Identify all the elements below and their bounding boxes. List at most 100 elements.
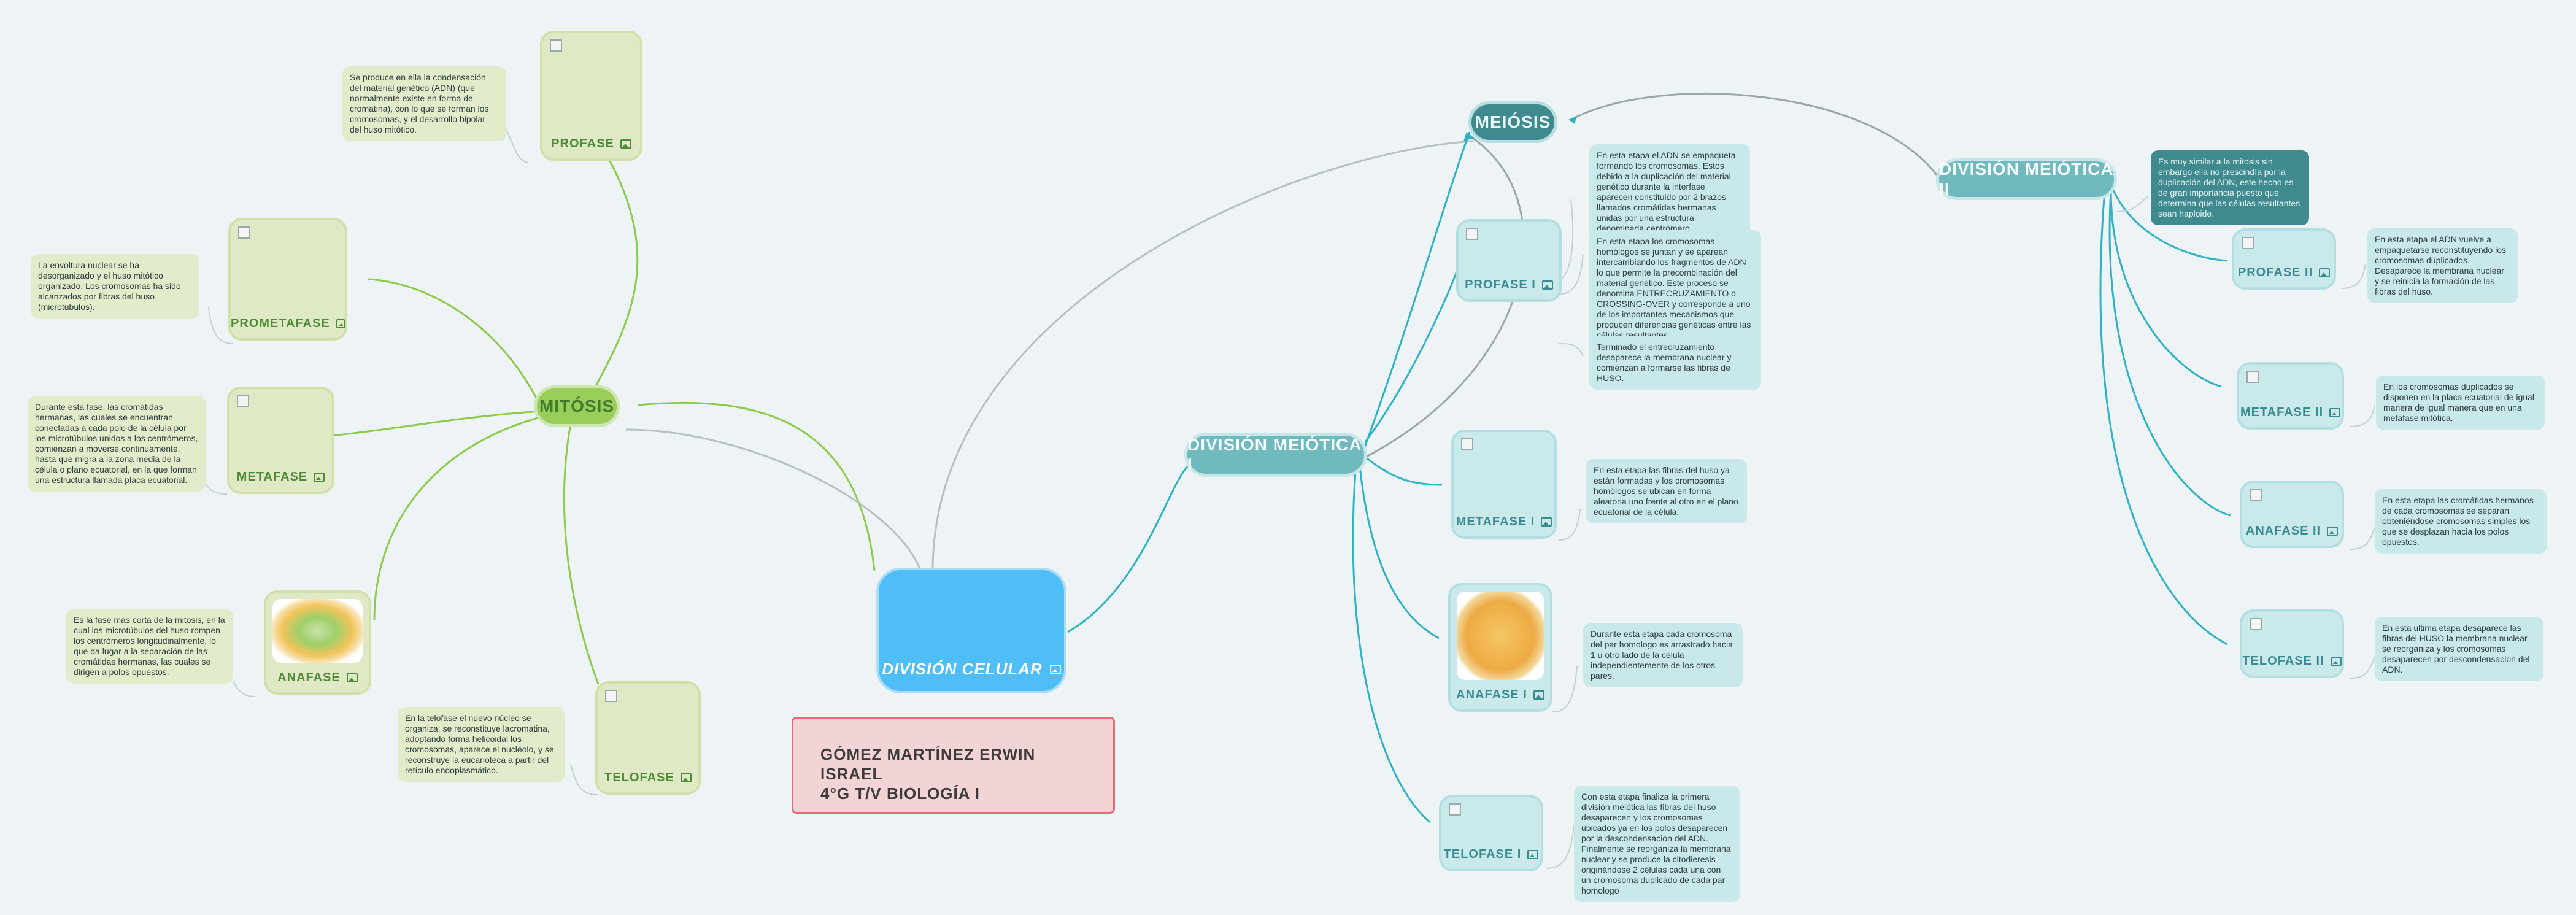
broken-image-icon (238, 226, 250, 239)
image-icon (1049, 665, 1061, 674)
div2-profase-card[interactable]: PROFASE II (2232, 228, 2336, 290)
card-label: METAFASE I (1456, 515, 1535, 528)
div1-anafase-note: Durante esta etapa cada cromosoma del pa… (1583, 623, 1743, 687)
mitosis-profase-note: Se produce en ella la condensación del m… (342, 66, 506, 141)
link-div1-telofase (1352, 463, 1431, 824)
card-label: PROFASE (551, 137, 614, 150)
div2-telofase-note: En esta ultima etapa desaparece las fibr… (2375, 617, 2543, 681)
broken-image-icon (2250, 618, 2262, 630)
link-div2-telofase (2099, 190, 2228, 646)
image-icon (2327, 527, 2339, 536)
div1-telofase-card[interactable]: TELOFASE I (1439, 795, 1543, 871)
div1-telofase-note: Con esta etapa finaliza la primera divis… (1574, 786, 1740, 902)
mitosis-label: MITÓSIS (539, 396, 615, 415)
card-label: ANAFASE II (2245, 524, 2321, 538)
link-mitosis-prometafase (368, 278, 541, 406)
link-center-div1 (1067, 466, 1189, 633)
link-mitosis-anafase (373, 416, 541, 620)
div1-profase-card[interactable]: PROFASE I (1456, 219, 1562, 302)
card-label: ANAFASE I (1456, 688, 1527, 701)
meiosis-topic[interactable]: MEIÓSIS (1468, 101, 1557, 143)
broken-image-icon (2250, 489, 2262, 501)
mitosis-metafase-note: Durante esta fase, las cromátidas herman… (28, 396, 206, 492)
div2-topic[interactable]: DIVISIÓN MEIÓTICA II (1936, 158, 2117, 200)
broken-image-icon (1461, 438, 1473, 450)
link-div2-anafase (2108, 190, 2231, 517)
div1-profase-note-1: En esta etapa el ADN se empaqueta forman… (1589, 144, 1750, 240)
link-div2-metafase (2110, 190, 2222, 388)
mitosis-metafase-card[interactable]: METAFASE (227, 387, 334, 494)
mitosis-profase-card[interactable]: PROFASE (540, 31, 642, 161)
div1-topic[interactable]: DIVISIÓN MEIÓTICA I (1184, 433, 1367, 477)
mitosis-telofase-note: En la telofase el nuevo núcleo se organi… (398, 707, 565, 782)
link-div1-metafase (1365, 456, 1443, 486)
card-label: METAFASE (236, 470, 308, 484)
div2-note: Es muy similar a la mitosis sin embargo … (2151, 150, 2309, 225)
broken-image-icon (1466, 228, 1478, 240)
image-icon (346, 673, 358, 682)
link-mitosis-profase (591, 156, 639, 393)
image-icon (1541, 280, 1553, 290)
image-icon (680, 773, 692, 782)
link-mitosis-telofase (563, 423, 600, 685)
broken-image-icon (550, 39, 562, 52)
div2-metafase-card[interactable]: METAFASE II (2237, 362, 2344, 430)
broken-image-icon (2242, 237, 2254, 249)
mitosis-prometafase-note: La envoltura nuclear se ha desorganizado… (31, 254, 199, 319)
mitosis-topic[interactable]: MITÓSIS (534, 385, 620, 427)
link-mitosis-metafase (331, 410, 541, 437)
author-group: 4°G T/V BIOLOGÍA I (820, 784, 981, 803)
meiosis-label: MEIÓSIS (1475, 112, 1551, 131)
link-center-left (625, 428, 922, 571)
broken-image-icon (1449, 803, 1461, 816)
link-div1-meiosis (1361, 131, 1471, 455)
link-div1-profase (1364, 269, 1459, 442)
card-label: METAFASE II (2240, 406, 2324, 419)
div1-profase-note-3: Terminado el entrecruzamiento desaparece… (1589, 336, 1761, 390)
div1-anafase-card[interactable]: ANAFASE I (1448, 583, 1552, 712)
div2-anafase-note: En esta etapa las cromátidas hermanos de… (2375, 489, 2547, 554)
image-icon (1527, 850, 1539, 859)
link-center-meiosis (931, 140, 1473, 571)
card-label: TELOFASE I (1443, 847, 1522, 861)
image-icon (1541, 517, 1552, 527)
author-name: GÓMEZ MARTÍNEZ ERWIN ISRAEL (820, 745, 1036, 783)
broken-image-icon (2246, 371, 2259, 383)
card-label: TELOFASE (604, 771, 674, 784)
image-icon (314, 473, 325, 482)
mitosis-prometafase-card[interactable]: PROMETAFASE (228, 218, 347, 341)
mitosis-anafase-card[interactable]: ANAFASE (264, 590, 371, 695)
broken-image-icon (237, 395, 249, 407)
div1-profase-note-2: En esta etapa los cromosomas homólogos s… (1589, 230, 1761, 347)
card-label: PROFASE II (2237, 266, 2313, 279)
image-icon (1533, 690, 1544, 700)
div1-metafase-card[interactable]: METAFASE I (1451, 430, 1557, 539)
card-label: TELOFASE II (2242, 654, 2324, 668)
link-center-mitosis (638, 401, 876, 571)
anaphase-cell-image (272, 599, 363, 663)
div1-metafase-note: En esta etapa las fibras del huso ya est… (1586, 459, 1747, 523)
card-label: ANAFASE (277, 671, 341, 684)
link-div1-anafase (1358, 460, 1440, 639)
mitosis-telofase-card[interactable]: TELOFASE (595, 681, 701, 795)
link-div2-meiosis (1570, 93, 1940, 179)
div2-metafase-note: En los cromosomas duplicados se disponen… (2376, 376, 2545, 430)
div2-telofase-card[interactable]: TELOFASE II (2240, 609, 2344, 678)
mitosis-anafase-note: Es la fase más corta de la mitosis, en l… (66, 609, 233, 684)
card-label: PROFASE I (1465, 278, 1536, 291)
image-icon (2319, 268, 2331, 277)
image-icon (2329, 408, 2341, 417)
central-topic[interactable]: DIVISIÓN CELULAR (876, 568, 1066, 693)
image-icon (2330, 657, 2342, 666)
card-label: PROMETAFASE (231, 317, 330, 330)
image-icon (336, 319, 345, 328)
div1-label: DIVISIÓN MEIÓTICA I (1187, 435, 1362, 474)
meiosis-cell-image (1457, 592, 1544, 680)
broken-image-icon (605, 690, 617, 702)
div2-profase-note: En esta etapa el ADN vuelve a empaquetar… (2367, 228, 2518, 303)
div2-anafase-card[interactable]: ANAFASE II (2240, 481, 2344, 548)
div2-label: DIVISIÓN MEIÓTICA II (1939, 160, 2113, 198)
central-topic-label: DIVISIÓN CELULAR (882, 660, 1043, 678)
author-box[interactable]: GÓMEZ MARTÍNEZ ERWIN ISRAEL 4°G T/V BIOL… (792, 717, 1115, 814)
